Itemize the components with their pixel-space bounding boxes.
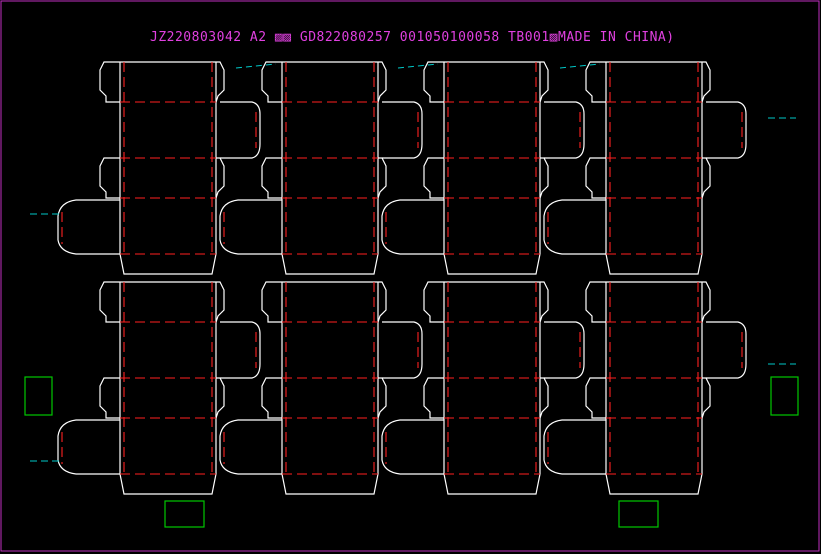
cut-line <box>423 281 444 323</box>
cut-line <box>261 377 282 419</box>
cut-line <box>57 419 120 475</box>
cut-line <box>377 377 387 419</box>
cut-line <box>99 61 120 103</box>
cut-line <box>381 419 444 475</box>
cut-line <box>281 253 379 275</box>
cut-line <box>99 377 120 419</box>
cut-line <box>585 281 606 323</box>
cut-line <box>539 157 549 199</box>
cut-line <box>706 101 747 159</box>
box-dieline-icon <box>543 61 747 275</box>
cut-line <box>377 281 387 323</box>
cut-line <box>281 473 379 495</box>
cut-line <box>544 321 585 379</box>
mark-line <box>397 63 439 69</box>
cut-line <box>585 61 606 103</box>
registration-box-icon <box>164 500 205 528</box>
registration-box-icon <box>24 376 53 416</box>
cut-line <box>423 377 444 419</box>
box-dieline-icon <box>57 281 261 495</box>
dieline-units <box>57 61 747 495</box>
cut-line <box>99 157 120 199</box>
cut-line <box>701 281 711 323</box>
cut-line <box>219 199 282 255</box>
cut-line <box>220 321 261 379</box>
cut-line <box>706 321 747 379</box>
cut-line <box>423 157 444 199</box>
cut-line <box>443 473 541 495</box>
cut-line <box>377 61 387 103</box>
cut-line <box>215 377 225 419</box>
cut-line <box>701 377 711 419</box>
cut-line <box>215 281 225 323</box>
cut-line <box>57 199 120 255</box>
cut-line <box>701 157 711 199</box>
box-dieline-icon <box>219 61 439 275</box>
cut-line <box>99 281 120 323</box>
cut-line <box>539 281 549 323</box>
cut-line <box>219 419 282 475</box>
cut-line <box>585 157 606 199</box>
cut-line <box>382 101 423 159</box>
mark-line <box>559 63 601 69</box>
registration-box-icon <box>618 500 659 528</box>
cut-line <box>261 281 282 323</box>
cut-line <box>423 61 444 103</box>
box-dieline-icon <box>57 61 277 275</box>
cut-line <box>585 377 606 419</box>
cut-line <box>215 61 225 103</box>
box-dieline-icon <box>381 61 601 275</box>
cut-line <box>215 157 225 199</box>
cut-line <box>543 419 606 475</box>
cut-line <box>220 101 261 159</box>
cut-line <box>539 377 549 419</box>
cut-line <box>119 473 217 495</box>
cut-line <box>701 61 711 103</box>
box-dieline-icon <box>219 281 423 495</box>
box-dieline-icon <box>381 281 585 495</box>
cut-line <box>261 157 282 199</box>
cut-line <box>605 473 703 495</box>
cut-line <box>377 157 387 199</box>
registration-boxes <box>24 376 799 528</box>
cut-line <box>443 253 541 275</box>
registration-box-icon <box>770 376 799 416</box>
header-text: JZ220803042 A2 ▨▨ GD822080257 0010501000… <box>150 30 675 45</box>
box-dieline-icon <box>543 281 747 495</box>
cut-line <box>261 61 282 103</box>
cut-line <box>539 61 549 103</box>
cut-line <box>382 321 423 379</box>
side-marks <box>30 117 796 462</box>
mark-line <box>235 63 277 69</box>
cut-line <box>605 253 703 275</box>
cut-line <box>381 199 444 255</box>
cut-line <box>544 101 585 159</box>
cut-line <box>119 253 217 275</box>
cut-line <box>543 199 606 255</box>
